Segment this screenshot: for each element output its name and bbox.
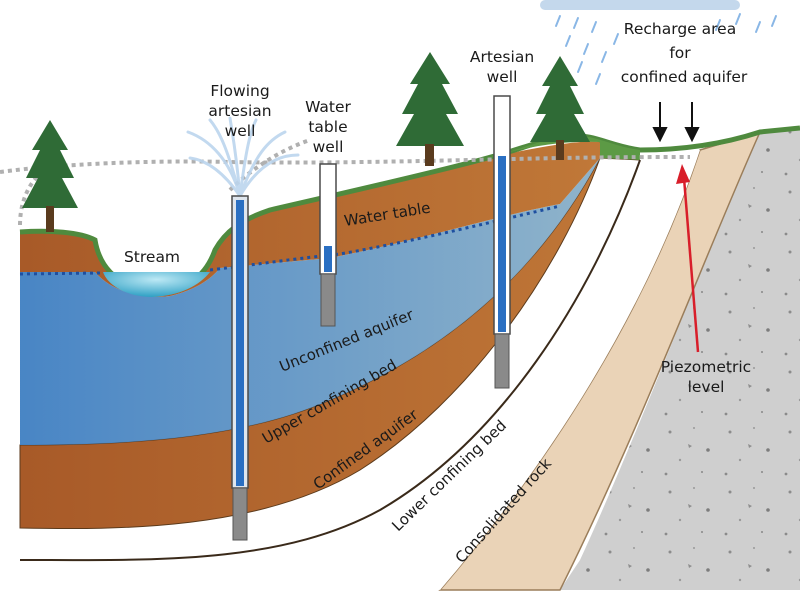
recharge-label-line2: for [669, 44, 691, 62]
tree-right [530, 56, 590, 160]
fountain-spray [186, 116, 300, 198]
piezometric-label-1: Piezometric [661, 358, 751, 376]
artesian-well [493, 95, 511, 389]
artesian-well-label-2: well [487, 68, 518, 86]
consolidated-rock-layer [560, 128, 800, 590]
flowing-well-label-1: Flowing [210, 82, 269, 100]
flowing-well-label-3: well [225, 122, 256, 140]
soil-layer [20, 141, 600, 297]
tree-middle [396, 52, 464, 166]
recharge-label-line3: confined aquifer [621, 68, 748, 86]
artesian-well-label-1: Artesian [470, 48, 534, 66]
stream-label: Stream [124, 248, 180, 266]
recharge-arrows [652, 102, 700, 143]
recharge-label-line1: Recharge area [624, 20, 736, 38]
confined-aquifer-layer [20, 150, 700, 590]
unconfined-aquifer-layer [20, 158, 600, 445]
piezometric-label-2: level [688, 378, 725, 396]
flowing-artesian-well [231, 195, 249, 541]
water-table-well-label-3: well [313, 138, 344, 156]
flowing-well-label-2: artesian [208, 102, 271, 120]
stream-water [103, 272, 210, 297]
tree-left [22, 120, 78, 232]
rain-cloud [540, 0, 777, 85]
water-table-well [319, 163, 337, 327]
water-table-well-label-2: table [308, 118, 347, 136]
piezometric-arrow [676, 164, 700, 353]
water-table-well-label-1: Water [305, 98, 351, 116]
